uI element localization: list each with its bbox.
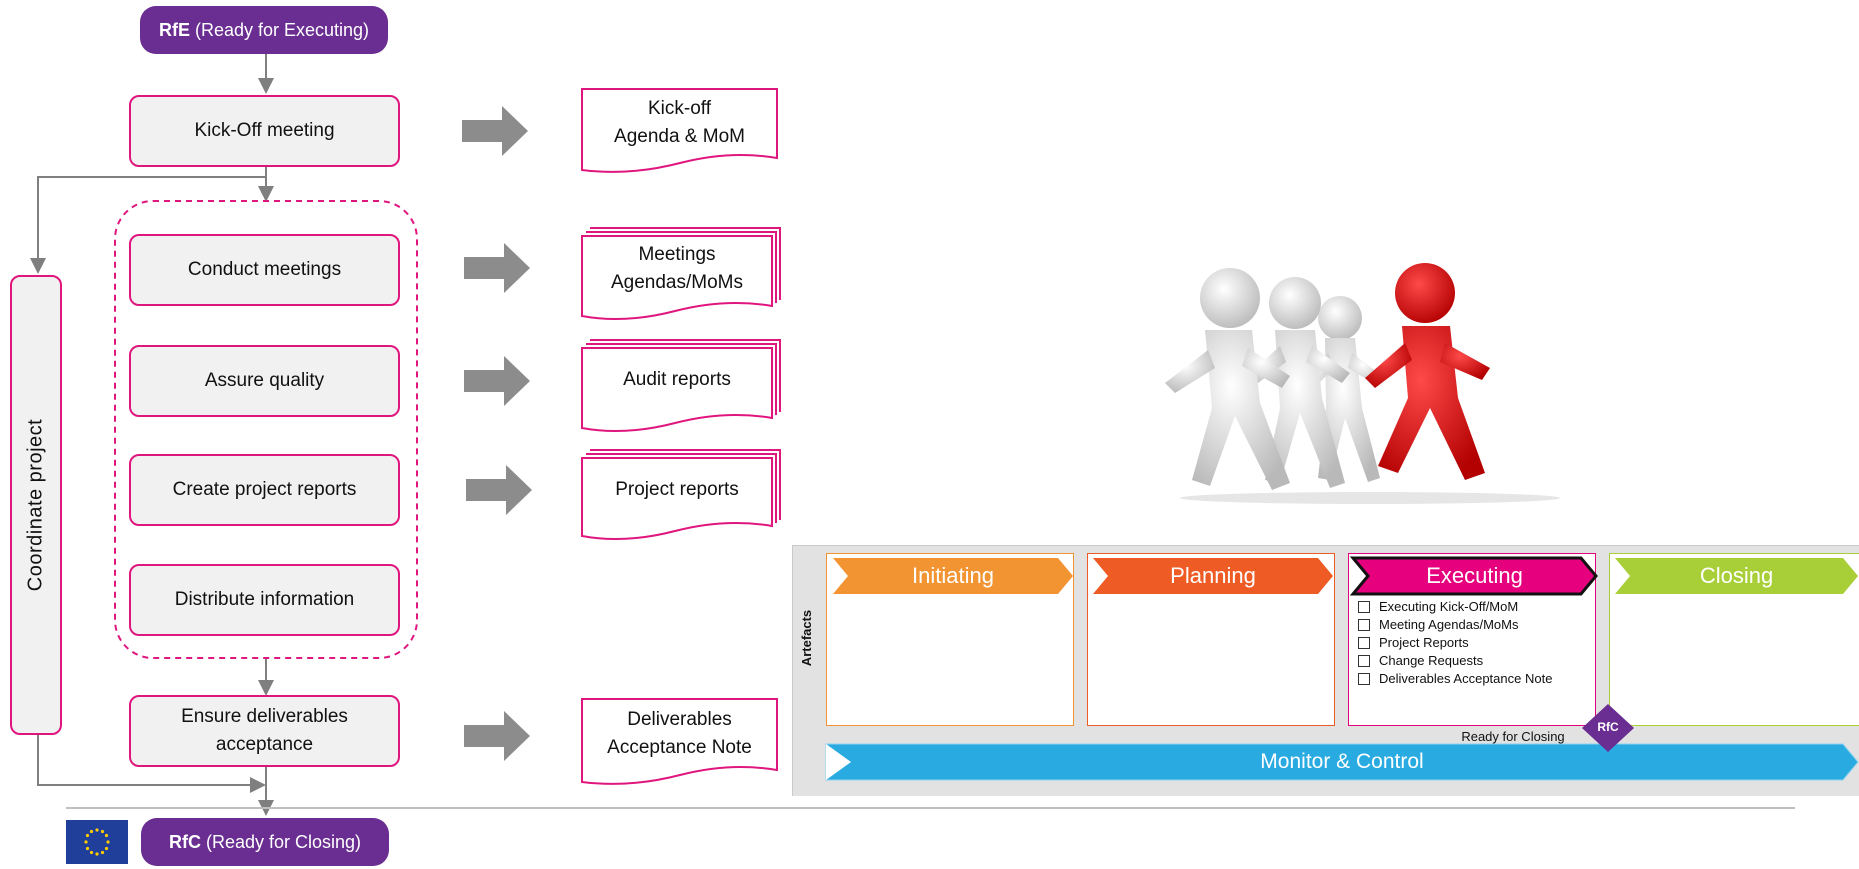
assure-label: Assure quality	[204, 370, 325, 391]
phase-initiating: Initiating	[912, 563, 994, 588]
deliverables-doc: Deliverables Acceptance Note	[582, 702, 777, 766]
rfe-pill: RfE (Ready for Executing)	[140, 6, 388, 54]
kickoff-label: Kick-Off meeting	[194, 120, 335, 141]
audit-doc-label: Audit reports	[623, 369, 731, 390]
arrow-conduct	[464, 243, 530, 293]
kickoff-doc-line1: Kick-off	[647, 98, 711, 119]
checkbox-icon	[1358, 673, 1370, 685]
coordinate-label: Coordinate project	[24, 418, 47, 592]
meetings-doc-line2: Agendas/MoMs	[610, 272, 743, 293]
conduct-step: Conduct meetings	[129, 234, 400, 306]
executing-item-label: Meeting Agendas/MoMs	[1379, 617, 1519, 632]
deliverables-doc-line1: Deliverables	[627, 709, 732, 730]
executing-item-label: Executing Kick-Off/MoM	[1379, 599, 1519, 614]
rfe-abbr: RfE	[158, 19, 190, 40]
phase-executing: Executing	[1426, 563, 1523, 588]
phase-chevrons	[825, 556, 1859, 781]
eu-flag-logo	[66, 820, 128, 864]
conduct-label: Conduct meetings	[187, 259, 342, 280]
create-reports-step: Create project reports	[129, 454, 400, 526]
executing-item: Project Reports	[1358, 634, 1552, 652]
executing-item-label: Deliverables Acceptance Note	[1379, 671, 1553, 686]
kickoff-doc-line2: Agenda & MoM	[614, 126, 745, 147]
ensure-step: Ensure deliverables acceptance	[129, 695, 400, 767]
executing-item: Deliverables Acceptance Note	[1358, 670, 1552, 688]
coordinate-project-box: Coordinate project	[10, 275, 62, 735]
audit-doc: Audit reports	[582, 350, 772, 410]
arrow-create	[466, 465, 532, 515]
create-reports-label: Create project reports	[172, 479, 357, 500]
project-reports-doc-label: Project reports	[615, 479, 739, 500]
rfc-full: (Ready for Closing)	[205, 831, 362, 852]
lifecycle-panel: Artefacts Initiating Planning Executing …	[792, 545, 1859, 796]
kickoff-doc: Kick-off Agenda & MoM	[582, 92, 777, 154]
executing-item: Executing Kick-Off/MoM	[1358, 598, 1552, 616]
phase-planning: Planning	[1170, 563, 1256, 588]
eu-stars-icon	[84, 828, 110, 856]
distribute-step: Distribute information	[129, 564, 400, 636]
arrow-kickoff	[462, 106, 528, 156]
executing-item-label: Project Reports	[1379, 635, 1469, 650]
meetings-doc-line1: Meetings	[638, 244, 716, 265]
assure-step: Assure quality	[129, 345, 400, 417]
executing-item: Meeting Agendas/MoMs	[1358, 616, 1552, 634]
rfe-full: (Ready for Executing)	[194, 19, 370, 40]
arrow-assure	[464, 356, 530, 406]
ensure-label: Ensure deliverables acceptance	[181, 706, 348, 755]
rfc-badge: RfC	[1597, 720, 1619, 734]
executing-item-label: Change Requests	[1379, 653, 1484, 668]
monitor-control-label: Monitor & Control	[1260, 750, 1424, 773]
phase-closing: Closing	[1699, 563, 1774, 588]
checkbox-icon	[1358, 619, 1370, 631]
arrow-ensure	[464, 711, 530, 761]
kickoff-step: Kick-Off meeting	[129, 95, 400, 167]
rfc-pill: RfC (Ready for Closing)	[141, 818, 389, 866]
project-reports-doc: Project reports	[582, 460, 772, 520]
executing-item: Change Requests	[1358, 652, 1552, 670]
checkbox-icon	[1358, 655, 1370, 667]
rfc-abbr: RfC	[168, 831, 201, 852]
distribute-label: Distribute information	[174, 589, 355, 610]
deliverables-doc-line2: Acceptance Note	[607, 737, 752, 758]
running-figures-illustration	[1165, 263, 1560, 504]
executing-artefacts-list: Executing Kick-Off/MoM Meeting Agendas/M…	[1358, 598, 1552, 688]
checkbox-icon	[1358, 601, 1370, 613]
checkbox-icon	[1358, 637, 1370, 649]
meetings-doc: Meetings Agendas/MoMs	[582, 238, 772, 300]
ready-for-closing-label: Ready for Closing	[1461, 729, 1565, 744]
